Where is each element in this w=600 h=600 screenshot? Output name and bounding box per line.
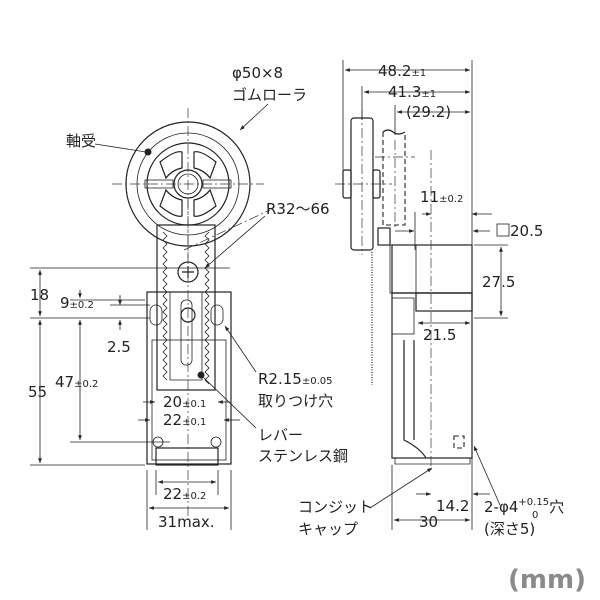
dim-31: 31max.	[158, 513, 215, 531]
roller-material-label: ゴムローラ	[232, 86, 307, 104]
hole-label: 取りつけ穴	[258, 392, 333, 410]
dim-14-2: 14.2	[436, 497, 469, 515]
dim-11: 11±0.2	[420, 188, 463, 206]
hole-radius-label: R2.15±0.05	[258, 370, 332, 388]
dim-47: 47±0.2	[55, 373, 98, 391]
roller-spec-label: φ50×8	[232, 64, 283, 82]
dim-29-2: (29.2)	[406, 103, 451, 121]
dim-2-5: 2.5	[107, 338, 131, 356]
switch-body-front	[146, 291, 232, 465]
dim-18: 18	[30, 286, 49, 304]
dim-20: 20±0.1	[163, 393, 206, 411]
square-symbol-icon	[496, 223, 510, 237]
conduit-cap-front	[155, 447, 219, 466]
dim-21-5: 21.5	[423, 326, 456, 344]
dim-41-3: 41.3±1	[388, 83, 436, 101]
hole-tol-lower: 0	[532, 510, 538, 521]
conduit-label: コンジット	[298, 498, 373, 516]
dim-9: 9±0.2	[60, 294, 94, 312]
hole-depth: (深さ5)	[484, 520, 535, 538]
bearing-label: 軸受	[66, 132, 96, 150]
side-view	[335, 110, 473, 470]
dim-27-5: 27.5	[482, 273, 515, 291]
dim-55: 55	[28, 383, 47, 401]
mounting-slot-left	[149, 304, 163, 326]
lever-dot	[197, 371, 205, 379]
head-side	[391, 244, 473, 294]
dim-22-b: 22±0.2	[163, 485, 206, 503]
dim-22-a: 22±0.1	[163, 411, 206, 429]
mounting-hole-right	[210, 436, 222, 448]
hole-spec: 2-φ4+0.15穴	[484, 497, 564, 516]
radius-label: R32～66	[266, 200, 330, 218]
rubber-roller	[112, 108, 264, 258]
conduit-cap-label: キャップ	[298, 520, 358, 538]
mounting-slot-right	[210, 304, 224, 326]
unit-label: (mm)	[508, 565, 586, 595]
dim-20-5: 20.5	[510, 222, 543, 240]
lever-label: レバー	[258, 426, 303, 444]
lever-material-label: ステンレス鋼	[258, 447, 348, 465]
dim-48-2: 48.2±1	[378, 62, 426, 80]
dim-30: 30	[419, 513, 438, 531]
front-view	[112, 108, 271, 520]
